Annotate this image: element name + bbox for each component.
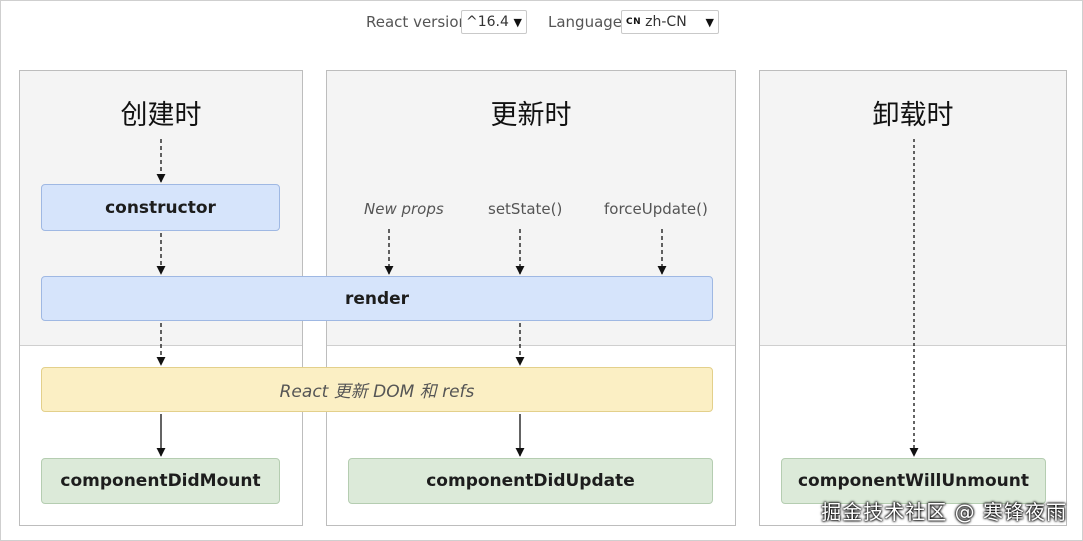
language-label: Language bbox=[548, 13, 623, 31]
unmount-render-phase bbox=[760, 71, 1066, 346]
trigger-force-update: forceUpdate() bbox=[604, 200, 708, 218]
react-version-label: React version bbox=[366, 13, 469, 31]
constructor-box: constructor bbox=[41, 184, 280, 231]
language-value: zh-CN bbox=[645, 14, 687, 30]
render-box: render bbox=[41, 276, 713, 321]
unmount-title: 卸载时 bbox=[872, 100, 954, 131]
trigger-new-props: New props bbox=[364, 200, 444, 218]
trigger-set-state: setState() bbox=[488, 200, 563, 218]
mount-title: 创建时 bbox=[120, 100, 202, 131]
dom-update-box: React 更新 DOM 和 refs bbox=[41, 367, 713, 412]
update-title: 更新时 bbox=[490, 100, 572, 131]
language-select[interactable]: CN zh-CN ▼ bbox=[621, 10, 719, 34]
chevron-down-icon: ▼ bbox=[513, 15, 522, 29]
watermark: 掘金技术社区 @ 寒锋夜雨 bbox=[821, 500, 1067, 524]
component-did-update-box: componentDidUpdate bbox=[348, 458, 713, 504]
component-did-mount-box: componentDidMount bbox=[41, 458, 280, 504]
language-flag-icon: CN bbox=[626, 17, 642, 27]
react-version-select[interactable]: ^16.4 ▼ bbox=[461, 10, 527, 34]
react-version-value: ^16.4 bbox=[466, 14, 509, 30]
component-will-unmount-box: componentWillUnmount bbox=[781, 458, 1046, 504]
chevron-down-icon: ▼ bbox=[705, 15, 714, 29]
